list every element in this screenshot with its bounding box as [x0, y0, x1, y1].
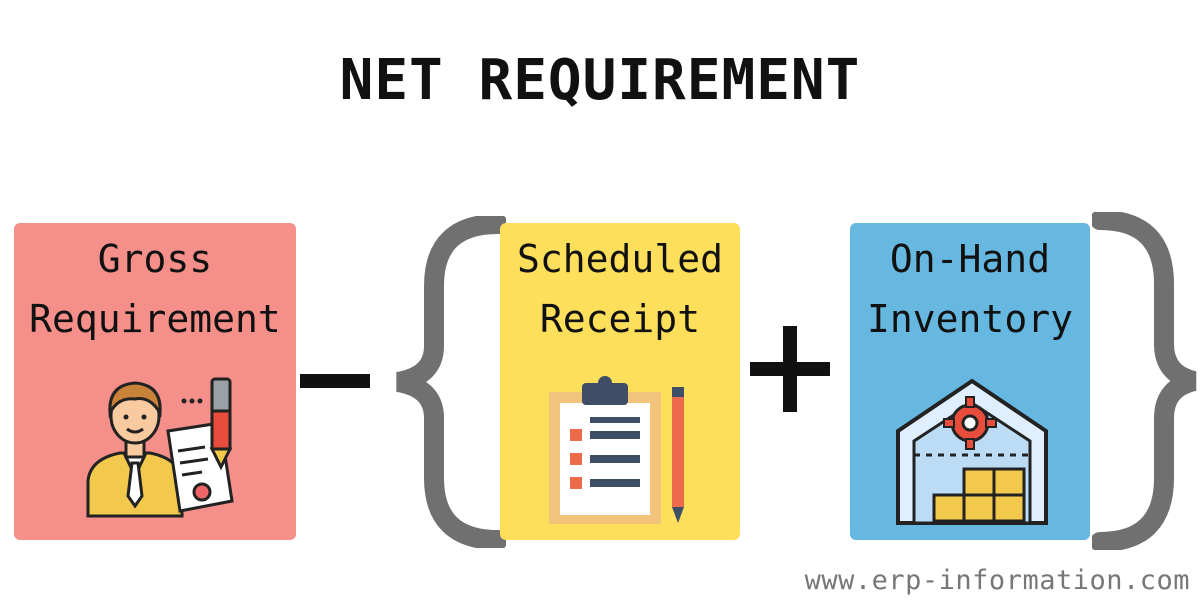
right-curly-brace — [1092, 212, 1197, 550]
clipboard-checklist-icon — [549, 376, 684, 524]
left-curly-brace — [395, 216, 506, 548]
scheduled-label-line2: Receipt — [539, 297, 701, 341]
scheduled-receipt-box: Scheduled Receipt — [500, 223, 740, 540]
on-hand-inventory-label: On-Hand Inventory — [850, 229, 1090, 349]
gross-requirement-label: Gross Requirement — [14, 229, 296, 349]
diagram-title: NET REQUIREMENT — [339, 48, 861, 113]
warehouse-icon — [896, 378, 1048, 525]
on-hand-inventory-box: On-Hand Inventory — [850, 223, 1090, 540]
scheduled-receipt-label: Scheduled Receipt — [500, 229, 740, 349]
onhand-label-line2: Inventory — [867, 297, 1073, 341]
scheduled-label-line1: Scheduled — [517, 237, 723, 281]
onhand-label-line1: On-Hand — [889, 237, 1051, 281]
gross-requirement-box: Gross Requirement — [14, 223, 296, 540]
website-watermark: www.erp-information.com — [804, 565, 1190, 596]
gross-label-line1: Gross — [97, 237, 213, 281]
businessman-signing-document-icon — [86, 377, 234, 518]
plus-sign-vertical — [783, 326, 797, 412]
gross-label-line2: Requirement — [29, 297, 281, 341]
minus-sign — [300, 374, 370, 388]
